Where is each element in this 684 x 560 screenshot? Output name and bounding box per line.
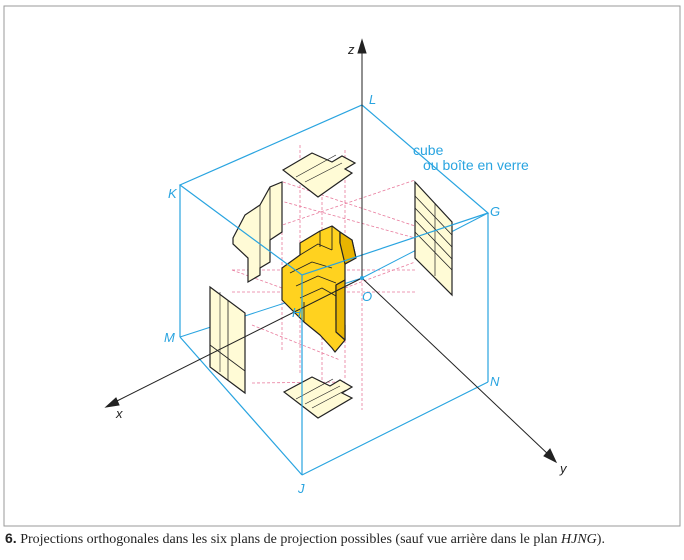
right-view-projection bbox=[414, 180, 453, 297]
y-arrow-icon bbox=[543, 448, 558, 464]
object-3d bbox=[281, 225, 357, 353]
cube-label-line2: ou boîte en verre bbox=[423, 157, 529, 173]
x-axis-label: x bbox=[115, 406, 123, 421]
y-axis-label: y bbox=[559, 461, 568, 476]
caption-text-before: Projections orthogonales dans les six pl… bbox=[16, 532, 561, 547]
point-label-J: J bbox=[297, 481, 305, 496]
caption-plane: HJNG bbox=[561, 532, 597, 547]
diagram-frame: z x y L K G M N J O H cube ou boîte en v… bbox=[3, 5, 681, 527]
caption-number: 6. bbox=[5, 530, 17, 546]
x-axis bbox=[112, 277, 363, 404]
bottom-view-projection bbox=[282, 376, 354, 419]
point-label-K: K bbox=[168, 186, 178, 201]
y-axis bbox=[361, 277, 551, 457]
point-label-L: L bbox=[369, 92, 376, 107]
z-axis-label: z bbox=[347, 42, 355, 57]
projection-diagram: z x y L K G M N J O H cube ou boîte en v… bbox=[3, 5, 681, 527]
top-view-projection bbox=[281, 152, 357, 198]
point-label-H: H bbox=[292, 305, 302, 320]
cube-front-edges bbox=[178, 104, 490, 476]
origin-dot bbox=[360, 276, 364, 280]
point-label-G: G bbox=[490, 204, 500, 219]
figure-border bbox=[3, 5, 681, 527]
left-view-projection bbox=[232, 181, 283, 284]
point-label-M: M bbox=[164, 330, 175, 345]
axes bbox=[104, 38, 558, 464]
point-label-O: O bbox=[362, 289, 372, 304]
caption-text-after: ). bbox=[596, 532, 605, 547]
z-arrow-icon bbox=[357, 38, 367, 54]
point-label-N: N bbox=[490, 374, 500, 389]
x-arrow-icon bbox=[104, 397, 120, 408]
figure-caption: 6. Projections orthogonales dans les six… bbox=[5, 530, 681, 548]
cube-label-line1: cube bbox=[413, 142, 444, 158]
front-view-projection bbox=[209, 285, 246, 395]
